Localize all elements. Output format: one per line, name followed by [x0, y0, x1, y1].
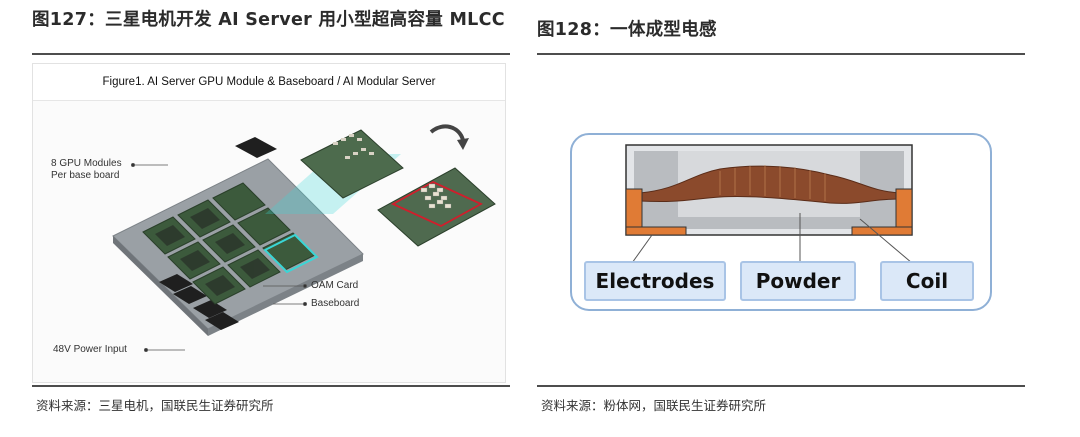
source-note: 资料来源：粉体网，国联民生证券研究所 [541, 398, 767, 413]
power-input-label: 48V Power Input [53, 344, 127, 355]
oam-card-highlight [263, 233, 319, 274]
coil-tag: Coil [880, 261, 974, 301]
molded-inductor-figure: Electrodes Powder Coil [570, 133, 992, 313]
source-rule [537, 385, 1025, 387]
oam-card-back [377, 167, 496, 247]
figure-127-title: 图127：三星电机开发 AI Server 用小型超高容量 MLCC [32, 10, 505, 30]
figure-128-title: 图128：一体成型电感 [537, 20, 717, 40]
ai-server-figure: Figure1. AI Server GPU Module & Baseboar… [32, 63, 506, 383]
inductor-cross-section [570, 133, 992, 311]
powder-tag: Powder [740, 261, 856, 301]
oam-card-label: OAM Card [311, 280, 359, 291]
power-connectors [159, 137, 277, 330]
mlcc-region-highlight [390, 180, 484, 228]
source-note: 资料来源：三星电机，国联民生证券研究所 [36, 398, 274, 413]
source-rule [32, 385, 510, 387]
baseboard-label: Baseboard [311, 298, 360, 309]
gpu-baseboard-illustration [112, 124, 496, 352]
gpu-modules-label: 8 GPU Modules Per base board [51, 158, 122, 181]
title-rule [32, 53, 510, 55]
title-rule [537, 53, 1025, 55]
figure-caption: Figure1. AI Server GPU Module & Baseboar… [33, 64, 505, 101]
electrodes-tag: Electrodes [584, 261, 726, 301]
